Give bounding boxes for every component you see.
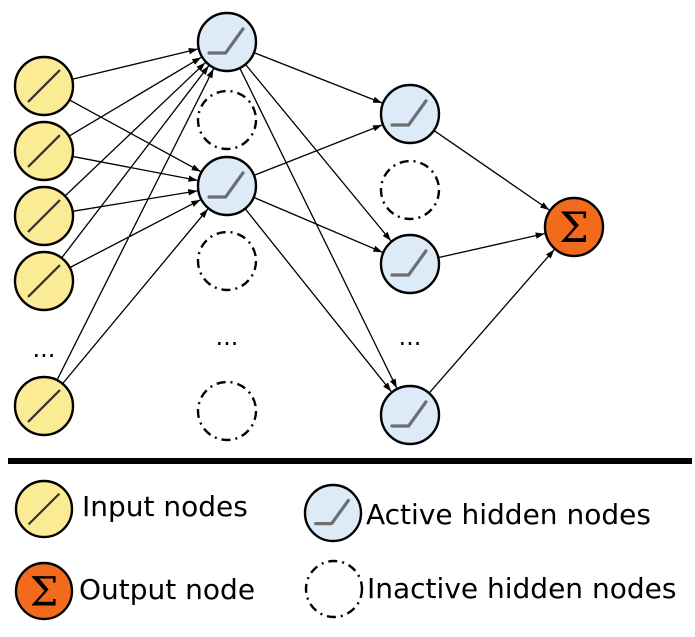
linear-activation-icon	[27, 199, 61, 233]
output-node-circle	[14, 561, 74, 621]
linear-activation-icon	[27, 492, 61, 526]
inactive-node-circle	[196, 380, 258, 442]
relu-activation-icon	[390, 400, 428, 428]
relu-activation-icon	[207, 27, 245, 55]
legend-icons: Σ	[14, 479, 364, 621]
input-layer-ellipsis: ...	[33, 335, 56, 363]
linear-activation-icon	[27, 134, 61, 168]
input-node	[13, 55, 75, 117]
hidden-layer-2-ellipsis: ...	[399, 323, 422, 351]
active-node-circle	[379, 233, 441, 295]
legend-input-node-icon	[14, 479, 74, 539]
edge-hidden2-to-output	[428, 249, 555, 394]
edge-hidden1-to-hidden2	[253, 52, 383, 104]
active-node-circle	[196, 11, 258, 73]
linear-activation-icon	[27, 264, 61, 298]
linear-activation-icon	[27, 389, 61, 423]
input-node	[13, 375, 75, 437]
legend-active-node-icon	[303, 483, 363, 543]
input-node	[13, 120, 75, 182]
legend-input-nodes-label: Input nodes	[82, 490, 248, 523]
layer-ellipses: ... ... ...	[33, 323, 422, 363]
input-node	[13, 250, 75, 312]
linear-activation-icon	[27, 69, 61, 103]
edge-input-to-hidden1	[72, 155, 198, 182]
relu-activation-icon	[207, 171, 245, 199]
edge-input-to-hidden1	[72, 48, 198, 80]
hidden2-active-node	[379, 384, 441, 446]
edge-input-to-hidden1	[61, 65, 210, 259]
relu-activation-icon	[314, 498, 350, 526]
edge-input-to-hidden1	[69, 99, 201, 173]
edge-input-to-hidden1	[64, 62, 206, 197]
edge-hidden1-to-hidden2	[244, 208, 392, 392]
input-node	[13, 185, 75, 247]
hidden2-active-node	[379, 83, 441, 145]
inactive-node-circle	[196, 89, 258, 151]
edge-input-to-hidden1	[62, 208, 209, 385]
hidden1-inactive-node	[196, 230, 258, 292]
edge-hidden1-to-hidden2	[239, 67, 398, 389]
active-node-circle	[303, 483, 363, 543]
legend-output-node-icon: Σ	[14, 561, 74, 621]
output-node: Σ	[543, 196, 605, 258]
edge-hidden1-to-hidden2	[253, 124, 383, 176]
active-node-circle	[379, 384, 441, 446]
output-node-circle	[543, 196, 605, 258]
edge-hidden1-to-hidden2	[253, 196, 383, 253]
inactive-node-circle	[304, 559, 364, 619]
relu-activation-icon	[390, 99, 428, 127]
hidden2-inactive-node	[379, 159, 441, 221]
edge-hidden2-to-output	[438, 232, 545, 259]
hidden-layer-1-ellipsis: ...	[216, 323, 239, 351]
legend-inactive-hidden-nodes-label: Inactive hidden nodes	[367, 572, 677, 605]
sigma-icon: Σ	[559, 203, 589, 252]
legend-active-hidden-nodes-label: Active hidden nodes	[366, 498, 651, 531]
edge-hidden1-to-hidden2	[244, 63, 392, 242]
hidden1-inactive-node	[196, 380, 258, 442]
edge-input-to-hidden1	[69, 199, 201, 269]
edge-hidden2-to-output	[433, 129, 550, 211]
legend-inactive-node-icon	[304, 559, 364, 619]
hidden1-inactive-node	[196, 89, 258, 151]
legend-output-node-label: Output node	[79, 573, 256, 606]
hidden2-active-node	[379, 233, 441, 295]
inactive-node-circle	[196, 230, 258, 292]
inactive-node-circle	[379, 159, 441, 221]
connection-edges	[56, 48, 555, 394]
relu-activation-icon	[390, 249, 428, 277]
edge-input-to-hidden1	[68, 56, 202, 137]
sigma-icon: Σ	[30, 568, 59, 616]
edge-input-to-hidden1	[72, 189, 198, 212]
active-node-circle	[196, 155, 258, 217]
active-node-circle	[379, 83, 441, 145]
hidden1-active-node	[196, 155, 258, 217]
hidden1-active-node	[196, 11, 258, 73]
edge-input-to-hidden1	[56, 68, 215, 381]
network-nodes: Σ	[13, 11, 605, 446]
